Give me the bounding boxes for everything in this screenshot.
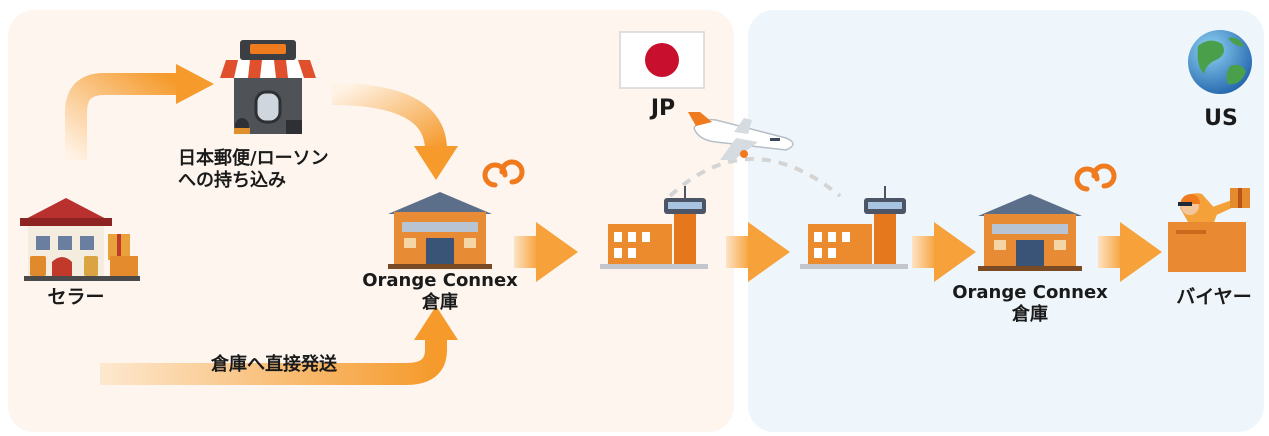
arrow-warehouse-to-buyer: [1098, 222, 1162, 282]
warehouse-jp-label-line1: Orange Connex: [362, 270, 518, 291]
arrow-post-to-warehouse: [331, 83, 458, 180]
country-label-us: US: [1204, 106, 1238, 131]
post-office-label-line2: への持ち込み: [178, 169, 286, 191]
delivery-person-icon: [1168, 188, 1250, 272]
japan-flag-icon: [619, 31, 705, 89]
warehouse-us-label-line2: 倉庫: [1012, 303, 1048, 325]
country-label-jp: JP: [650, 96, 676, 121]
seller-label: セラー: [47, 286, 105, 308]
warehouse-us-label: Orange Connex 倉庫: [940, 282, 1120, 325]
store-icon: [220, 40, 316, 134]
flight-path: [668, 157, 842, 198]
arrow-warehouse-to-airport-jp: [514, 222, 578, 282]
arrow-seller-to-post: [65, 64, 214, 160]
arrow-airport-jp-to-airport-us: [726, 222, 790, 282]
arrow-direct-to-warehouse: [100, 306, 458, 385]
house-icon: [20, 198, 140, 281]
orange-connex-logo-icon: [1074, 163, 1117, 192]
buyer-label: バイヤー: [1176, 286, 1252, 308]
airplane-icon: [688, 112, 794, 160]
airport-icon: [600, 186, 708, 269]
airport-icon: [800, 186, 908, 269]
arrow-airport-us-to-warehouse: [912, 222, 976, 282]
orange-connex-logo-icon: [482, 159, 525, 188]
direct-shipping-label: 倉庫へ直接発送: [211, 354, 337, 375]
post-office-label: 日本郵便/ローソン への持ち込み: [178, 148, 329, 191]
post-office-label-line1: 日本郵便/ローソン: [178, 148, 329, 169]
warehouse-jp-label-line2: 倉庫: [422, 291, 458, 313]
warehouse-jp-label: Orange Connex 倉庫: [350, 270, 530, 313]
warehouse-us-label-line1: Orange Connex: [952, 282, 1108, 303]
globe-icon: [1188, 30, 1252, 94]
warehouse-icon: [388, 192, 492, 269]
warehouse-icon: [978, 194, 1082, 271]
